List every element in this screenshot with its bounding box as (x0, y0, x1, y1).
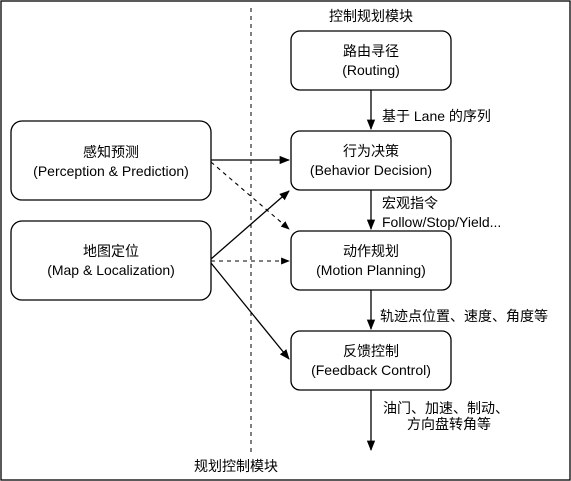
node-behavior-subtitle: (Behavior Decision) (310, 162, 432, 178)
label-behavior-to-motion-1: 宏观指令 (382, 195, 438, 211)
node-map-localization: 地图定位 (Map & Localization) (10, 220, 212, 301)
module-title-top: 控制规划模块 (329, 8, 413, 24)
node-map-subtitle: (Map & Localization) (47, 262, 175, 278)
label-motion-to-feedback: 轨迹点位置、速度、角度等 (380, 308, 548, 324)
node-motion-title: 动作规划 (343, 243, 399, 259)
node-routing-subtitle: (Routing) (342, 62, 400, 78)
node-behavior-title: 行为决策 (343, 143, 399, 159)
node-perception-subtitle: (Perception & Prediction) (33, 163, 189, 179)
module-title-bottom: 规划控制模块 (194, 458, 278, 474)
label-feedback-output-1: 油门、加速、制动、 (383, 400, 509, 416)
node-perception-prediction: 感知预测 (Perception & Prediction) (10, 120, 212, 201)
node-perception-title: 感知预测 (83, 144, 139, 160)
node-routing-title: 路由寻径 (343, 43, 399, 59)
node-motion-subtitle: (Motion Planning) (316, 262, 426, 278)
label-routing-to-behavior: 基于 Lane 的序列 (382, 108, 491, 124)
node-routing: 路由寻径 (Routing) (290, 30, 452, 91)
label-behavior-to-motion-2: Follow/Stop/Yield... (382, 214, 501, 230)
arrow-perception-to-motion (210, 161, 290, 230)
node-motion-planning: 动作规划 (Motion Planning) (290, 230, 452, 291)
node-feedback-title: 反馈控制 (343, 343, 399, 359)
node-map-title: 地图定位 (83, 243, 139, 259)
label-feedback-output-2: 方向盘转角等 (407, 416, 491, 432)
arrow-map-to-feedback (210, 262, 290, 360)
arrow-map-to-behavior (210, 190, 290, 260)
node-feedback-control: 反馈控制 (Feedback Control) (290, 330, 452, 391)
node-behavior-decision: 行为决策 (Behavior Decision) (290, 130, 452, 191)
node-feedback-subtitle: (Feedback Control) (311, 362, 431, 378)
